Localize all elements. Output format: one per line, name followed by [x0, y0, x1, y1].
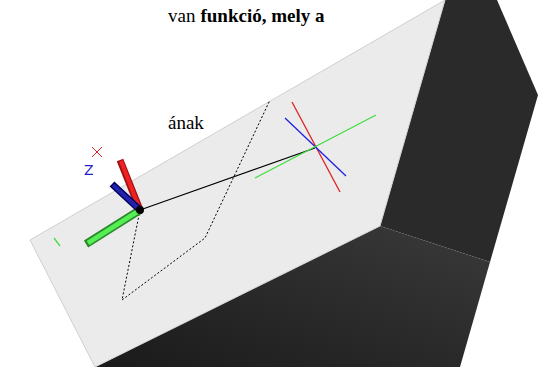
dotted-path — [122, 100, 270, 300]
axis-green — [255, 115, 376, 178]
text-fragment: funkció, mely a — [200, 6, 324, 25]
ucs-icon — [86, 147, 144, 244]
text-fragment: van — [168, 6, 195, 25]
green-tick — [54, 238, 60, 246]
solid-line — [140, 148, 315, 210]
axis-letter: Z — [84, 163, 94, 177]
wedge-top-face — [30, 0, 445, 367]
text-fragment: ának — [168, 113, 204, 132]
